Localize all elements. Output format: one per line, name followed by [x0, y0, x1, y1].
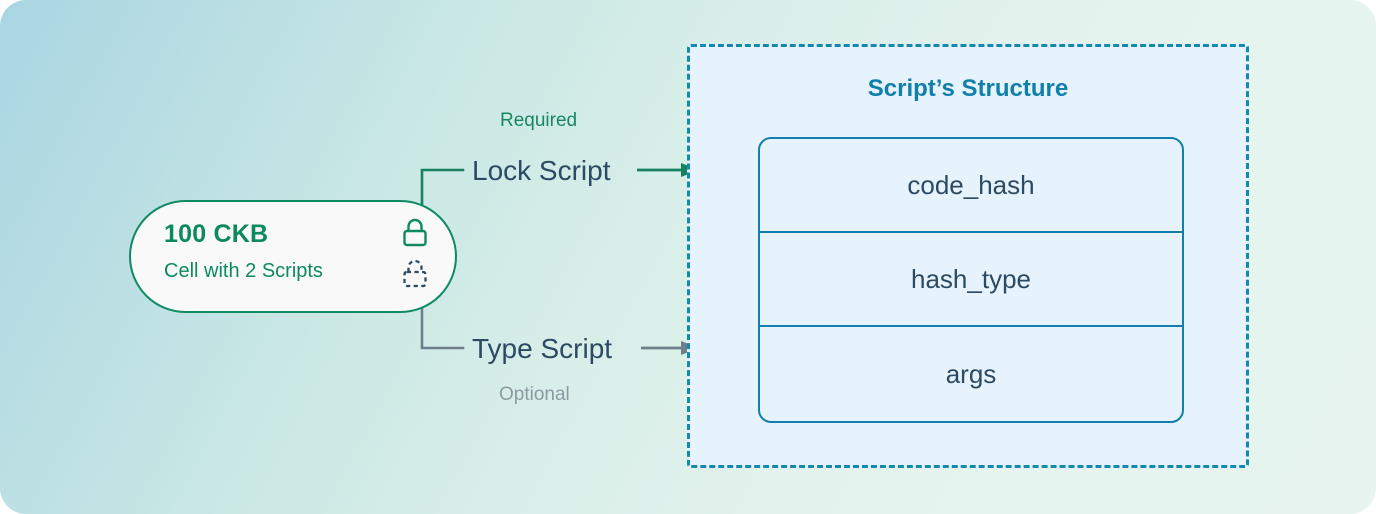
type-script-label: Type Script: [472, 333, 613, 364]
structure-row: code_hash: [760, 139, 1182, 233]
cell-capsule: 100 CKB Cell with 2 Scripts: [129, 200, 457, 313]
lock-icon-dashed: [400, 259, 430, 296]
script-structure-table: code_hash hash_type args: [758, 137, 1184, 423]
script-structure-title: Script’s Structure: [867, 75, 1069, 102]
lock-icon-solid: [400, 218, 430, 255]
lock-script-label: Lock Script: [472, 155, 611, 186]
script-structure-panel: Script’s Structure code_hash hash_type a…: [687, 44, 1249, 468]
structure-row: args: [945, 358, 997, 389]
structure-row: hash_type: [760, 233, 1182, 327]
cell-amount: 100 CKB: [164, 220, 269, 248]
type-script-note: Optional: [499, 384, 570, 405]
cell-subtitle: Cell with 2 Scripts: [164, 260, 323, 282]
lock-script-note: Required: [500, 110, 578, 131]
